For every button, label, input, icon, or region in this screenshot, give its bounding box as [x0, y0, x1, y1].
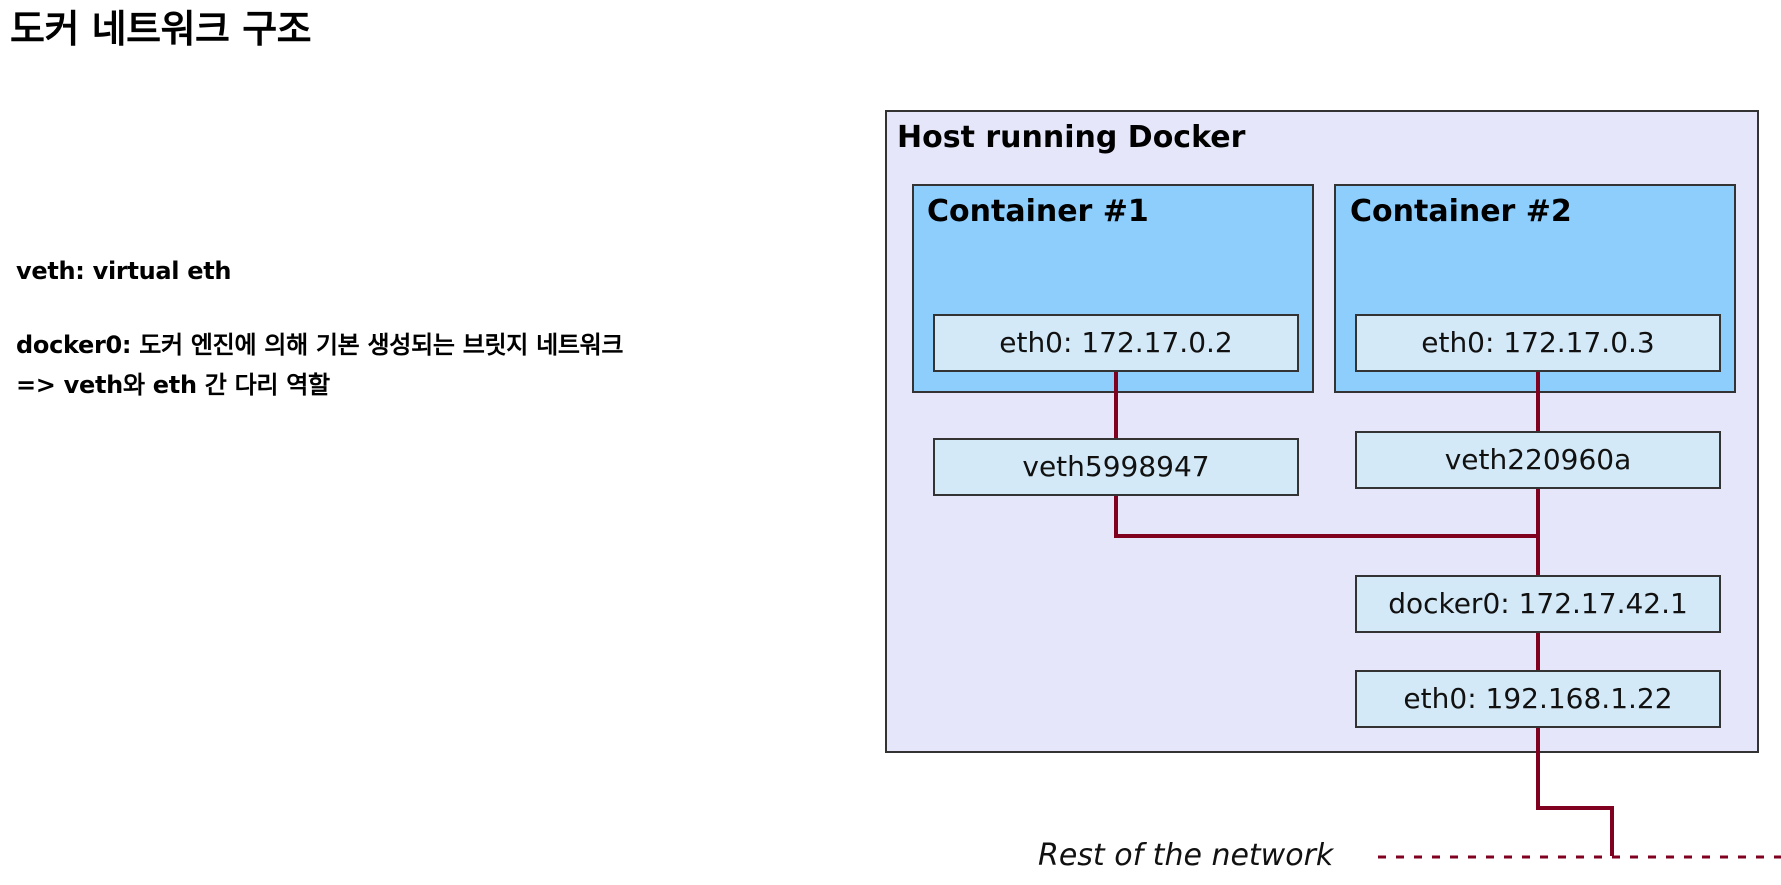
docker0-bridge-interface: docker0: 172.17.42.1 [1355, 575, 1721, 633]
container-1-veth-interface: veth5998947 [933, 438, 1299, 496]
note-veth-definition: veth: virtual eth [16, 257, 232, 285]
host-eth0-interface: eth0: 192.168.1.22 [1355, 670, 1721, 728]
container-1-label: Container #1 [927, 194, 1149, 229]
container-2-label: Container #2 [1350, 194, 1572, 229]
container-2-veth-interface: veth220960a [1355, 431, 1721, 489]
container-2-eth0-interface: eth0: 172.17.0.3 [1355, 314, 1721, 372]
page-title: 도커 네트워크 구조 [10, 7, 312, 51]
note-docker0-definition: docker0: 도커 엔진에 의해 기본 생성되는 브릿지 네트워크 [16, 331, 624, 359]
container-1-eth0-interface: eth0: 172.17.0.2 [933, 314, 1299, 372]
host-label: Host running Docker [897, 120, 1246, 155]
rest-of-network-label: Rest of the network [1038, 838, 1334, 873]
note-docker0-role: => veth와 eth 간 다리 역할 [16, 371, 330, 399]
